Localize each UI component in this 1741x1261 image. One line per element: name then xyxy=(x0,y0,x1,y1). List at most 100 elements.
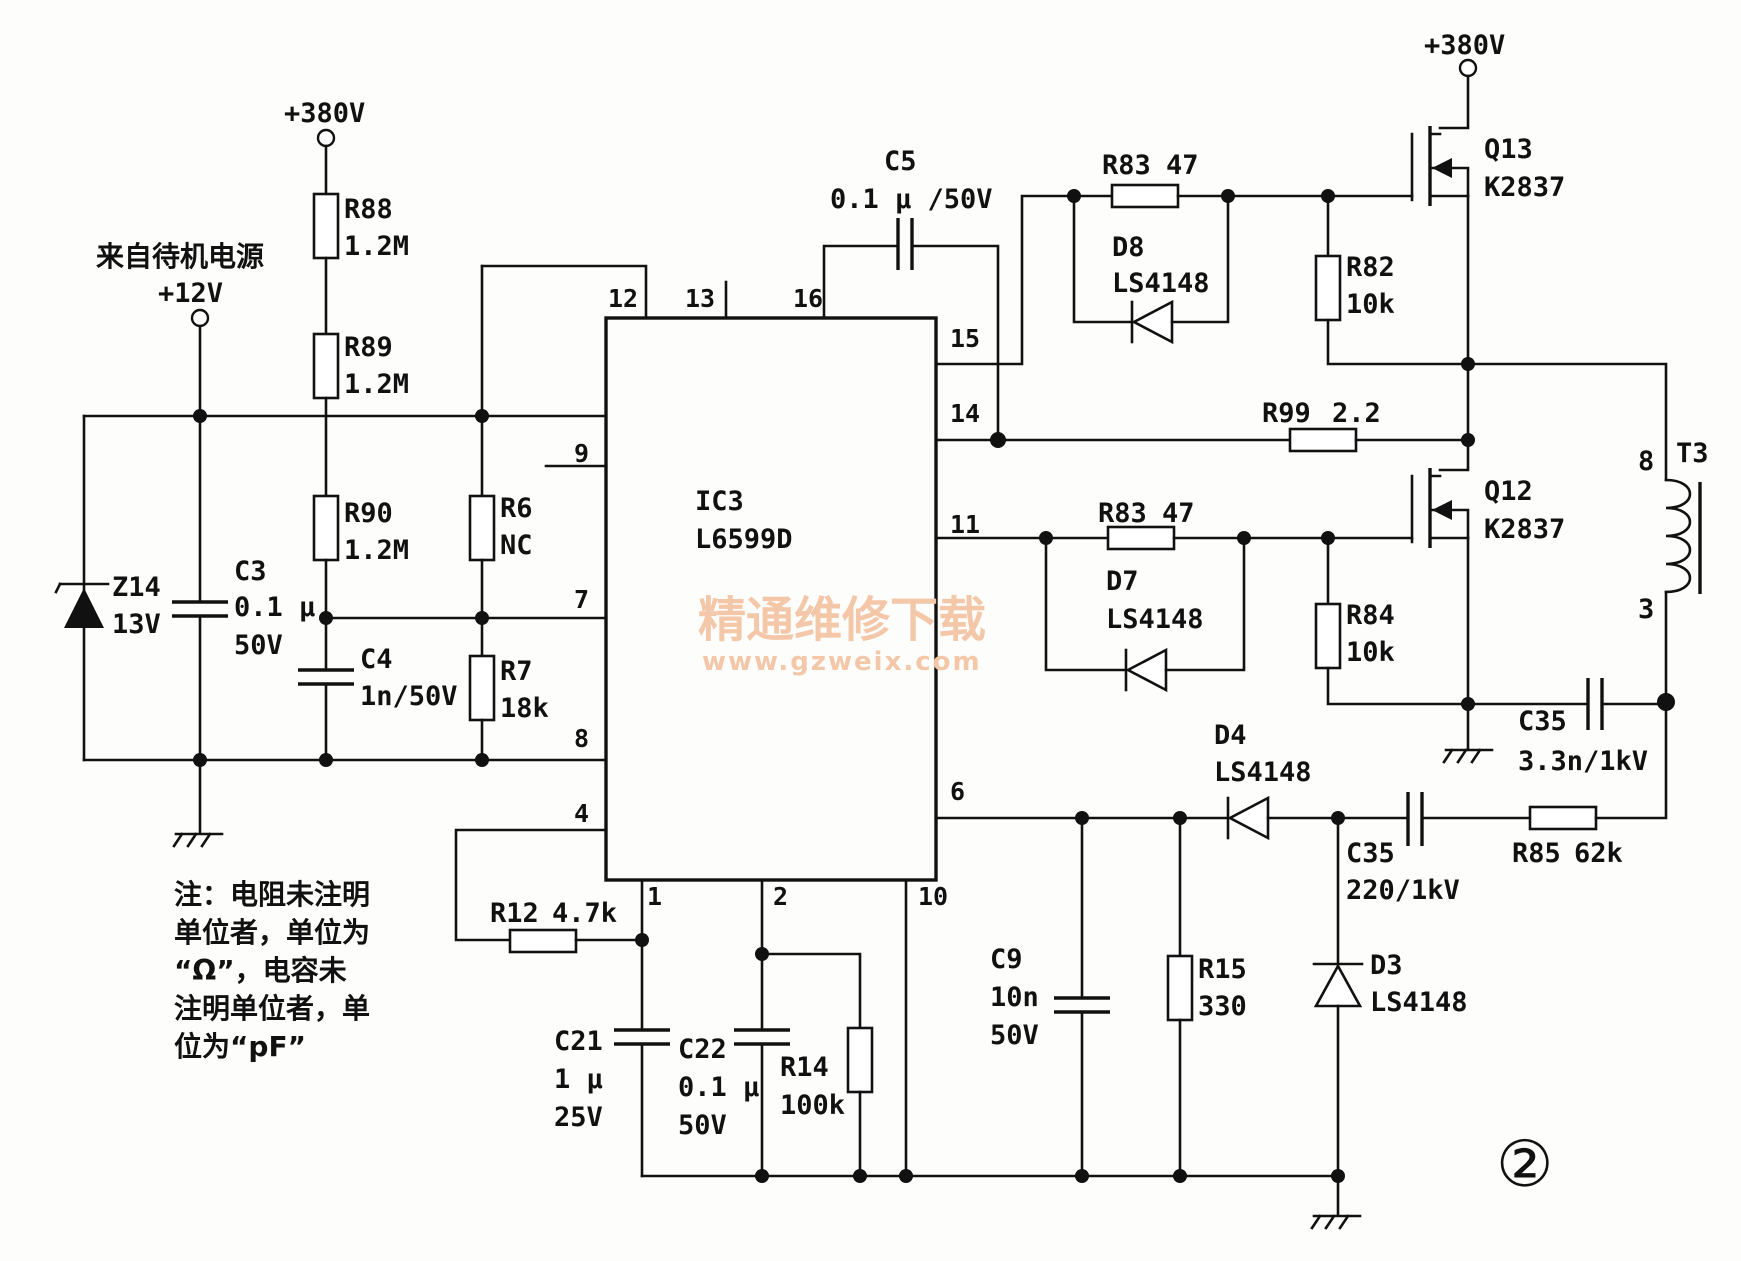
c9-ref: C9 xyxy=(990,944,1023,975)
standby-source-label: 来自待机电源 xyxy=(96,240,264,273)
r15-ref: R15 xyxy=(1198,954,1247,985)
r12-value: 4.7k xyxy=(552,898,617,929)
pin-10-label: 10 xyxy=(918,882,948,911)
r6-ref: R6 xyxy=(500,493,533,524)
c22-ref: C22 xyxy=(678,1034,727,1065)
ic-part: L6599D xyxy=(695,524,793,555)
r82-body xyxy=(1314,254,1342,322)
r84-body xyxy=(1314,602,1342,670)
t3-ref: T3 xyxy=(1676,438,1709,469)
pin-9-label: 9 xyxy=(574,439,589,468)
pin-1-label: 1 xyxy=(647,882,662,911)
r89-body xyxy=(312,332,340,400)
r15-value: 330 xyxy=(1198,991,1247,1022)
c35a-ref: C35 xyxy=(1518,706,1567,737)
mosfet-q12-symbol xyxy=(1410,438,1470,548)
d3-value: LS4148 xyxy=(1370,987,1468,1018)
c21-ref: C21 xyxy=(554,1026,603,1057)
note-line-2: 单位者，单位为 xyxy=(174,916,370,949)
r99-body xyxy=(1288,427,1358,453)
d7-value: LS4148 xyxy=(1106,604,1204,635)
c4-ref: C4 xyxy=(360,644,393,675)
transformer-t3-winding xyxy=(1664,478,1702,594)
diode-d8-symbol xyxy=(1130,299,1174,345)
note-line-4: 注明单位者，单 xyxy=(174,992,370,1025)
v12-terminal xyxy=(190,308,210,328)
c4-value: 1n/50V xyxy=(360,681,458,712)
z14-value: 13V xyxy=(112,609,161,640)
c21-voltage: 25V xyxy=(554,1102,603,1133)
r99-value: 2.2 xyxy=(1332,398,1381,429)
r6-value: NC xyxy=(500,530,533,561)
ic-ref: IC3 xyxy=(695,486,744,517)
r7-ref: R7 xyxy=(500,656,533,687)
pin-6-label: 6 xyxy=(950,777,965,806)
diode-d7-symbol xyxy=(1124,647,1168,693)
d8-ref: D8 xyxy=(1112,232,1145,263)
c5-value: 0.1 μ /50V xyxy=(830,184,993,215)
r83-top-value: 47 xyxy=(1166,150,1199,181)
q13-ref: Q13 xyxy=(1484,134,1533,165)
v12-label: +12V xyxy=(158,278,223,309)
v380-left-label: +380V xyxy=(284,98,365,129)
pin-11-label: 11 xyxy=(950,510,980,539)
c22-value: 0.1 μ xyxy=(678,1072,759,1103)
r83-bot-value: 47 xyxy=(1162,498,1195,529)
c22-voltage: 50V xyxy=(678,1110,727,1141)
r6-body xyxy=(468,494,496,562)
pin-16-label: 16 xyxy=(793,284,823,313)
r88-value: 1.2M xyxy=(344,231,409,262)
ground-symbol-left xyxy=(172,832,224,848)
zener-z14-symbol xyxy=(54,582,110,628)
d7-ref: D7 xyxy=(1106,566,1139,597)
r88-ref: R88 xyxy=(344,194,393,225)
q12-value: K2837 xyxy=(1484,514,1565,545)
r90-body xyxy=(312,494,340,562)
v380-right-terminal xyxy=(1458,58,1478,78)
c3-value: 0.1 μ xyxy=(234,592,315,623)
pin-4-label: 4 xyxy=(574,799,589,828)
watermark-url: www.gzweix.com xyxy=(702,647,982,677)
pin-15-label: 15 xyxy=(950,324,980,353)
r15-body xyxy=(1166,954,1194,1022)
diode-d3-symbol xyxy=(1312,962,1364,1008)
note-line-3: “Ω”，电容未 xyxy=(174,954,347,987)
diode-d4-symbol xyxy=(1226,795,1270,841)
t3-pin-bot: 3 xyxy=(1638,594,1654,625)
r89-ref: R89 xyxy=(344,332,393,363)
r7-body xyxy=(468,654,496,722)
r90-ref: R90 xyxy=(344,498,393,529)
pin-7-label: 7 xyxy=(574,585,589,614)
r14-body xyxy=(846,1026,874,1094)
pin-12-label: 12 xyxy=(608,284,638,313)
d8-value: LS4148 xyxy=(1112,268,1210,299)
q12-ref: Q12 xyxy=(1484,476,1533,507)
d3-ref: D3 xyxy=(1370,950,1403,981)
r83-top-body xyxy=(1110,183,1180,209)
c35b-value: 220/1kV xyxy=(1346,875,1460,906)
r7-value: 18k xyxy=(500,693,549,724)
r85-ref: R85 xyxy=(1512,838,1561,869)
note-line-1: 注：电阻未注明 xyxy=(174,878,370,911)
c21-value: 1 μ xyxy=(554,1064,603,1095)
r12-body xyxy=(508,928,578,954)
pin-13-label: 13 xyxy=(685,284,715,313)
watermark-title: 精通维修下载 xyxy=(698,592,986,648)
r85-body xyxy=(1528,805,1598,831)
r14-ref: R14 xyxy=(780,1052,829,1083)
r14-value: 100k xyxy=(780,1090,845,1121)
d4-ref: D4 xyxy=(1214,720,1247,751)
r90-value: 1.2M xyxy=(344,535,409,566)
r85-value: 62k xyxy=(1574,838,1623,869)
c3-voltage: 50V xyxy=(234,630,283,661)
r12-ref: R12 xyxy=(490,898,539,929)
z14-ref: Z14 xyxy=(112,572,161,603)
c35b-ref: C35 xyxy=(1346,838,1395,869)
t3-pin-top: 8 xyxy=(1638,446,1654,477)
r84-value: 10k xyxy=(1346,637,1395,668)
r83-bot-ref: R83 xyxy=(1098,498,1147,529)
q13-value: K2837 xyxy=(1484,172,1565,203)
ground-symbol-bottom xyxy=(1310,1214,1362,1230)
r82-value: 10k xyxy=(1346,289,1395,320)
